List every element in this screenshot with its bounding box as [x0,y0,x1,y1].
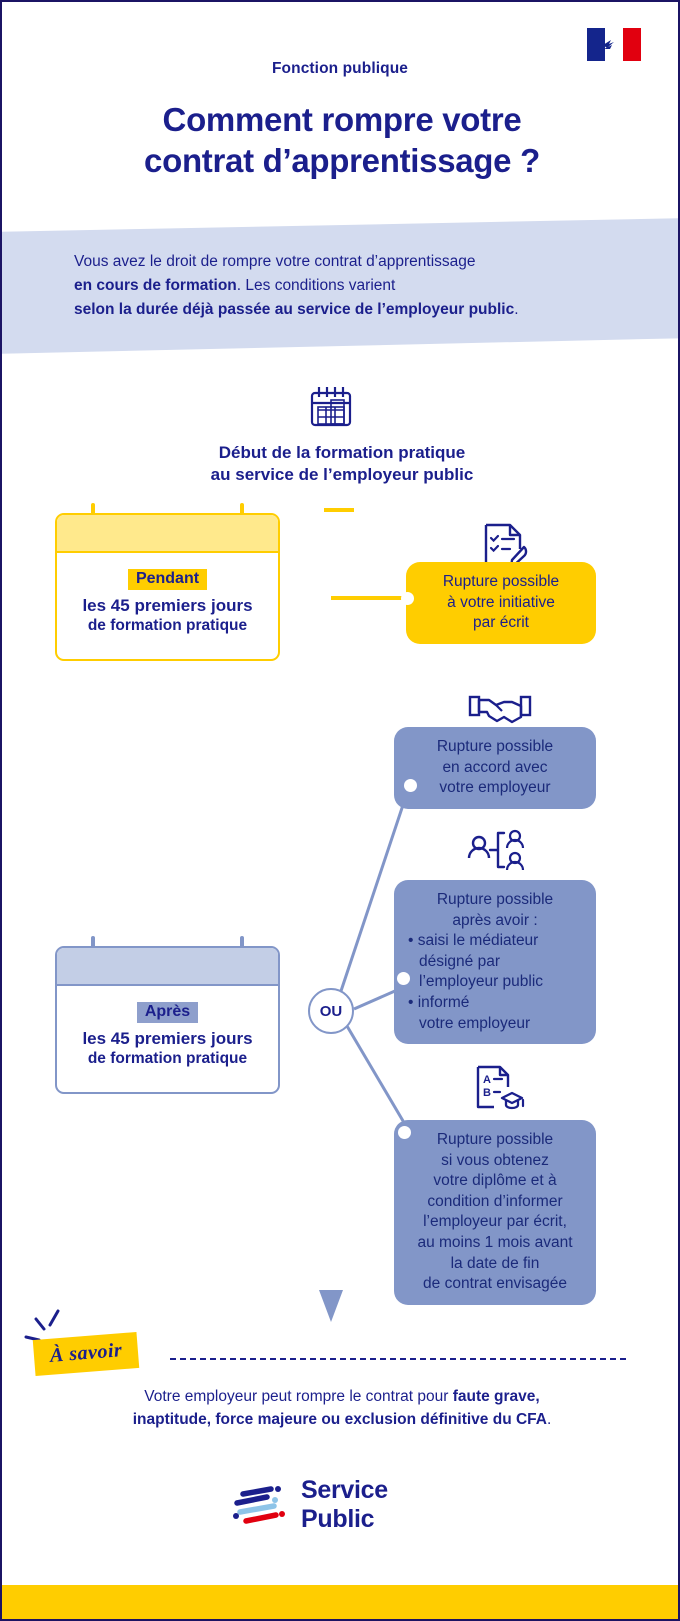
period-card-apres-band [57,948,278,986]
period-chip-pendant: Pendant [127,569,208,590]
note-line2-bold: inaptitude, force majeure ou exclusion d… [132,1411,547,1429]
mediator-people-icon [467,829,525,871]
timeline-heading: Début de la formation pratique au servic… [92,442,592,487]
page-title-line1: Comment rompre votre [162,101,522,138]
french-republic-flag-icon [587,28,641,61]
outcome-bubble-diplome: Rupture possible si vous obtenez votre d… [394,1120,596,1305]
intro-line3-bold: selon la durée déjà passée au service de… [74,301,515,319]
bullet-glyph: • [408,994,418,1012]
marianne-silhouette-icon [602,40,614,49]
intro-line2-bold: en cours de formation [74,277,237,295]
note-line2-plain: . [546,1411,552,1429]
outcome-diplome-line3: votre diplôme et à [433,1172,557,1190]
intro-line3-plain: . [514,301,519,319]
period-card-pendant-body: Pendant les 45 premiers jours de formati… [57,553,278,654]
service-public-logo: Service Public [227,1476,457,1533]
period-apres-line1: les 45 premiers jours [82,1029,253,1048]
bottom-accent-strip [2,1585,678,1619]
intro-line2-plain: . Les conditions varient [236,277,396,295]
period-chip-apres: Après [136,1002,199,1023]
outcome-mediateur-bullet1: • saisi le médiateur désigné par l’emplo… [408,931,582,993]
service-public-logo-mark-icon [233,1486,285,1524]
timeline-heading-line1: Début de la formation pratique [218,443,466,462]
outcome-mediateur-line1: Rupture possible [436,891,554,908]
outcome-mediateur-bullet2: • informé votre employeur [408,993,582,1034]
svg-text:B: B [483,1087,491,1099]
a-savoir-badge: À savoir [32,1331,140,1377]
outcome-diplome-line6: au moins 1 mois avant [417,1234,573,1252]
intro-banner-background [2,218,678,354]
outcome-diplome-line5: l’employeur par écrit, [423,1213,567,1231]
page-title: Comment rompre votre contrat d’apprentis… [52,100,632,182]
intro-line1: Vous avez le droit de rompre votre contr… [74,253,476,270]
outcome-bubble-accord: Rupture possible en accord avec votre em… [394,727,596,809]
period-card-pendant: Pendant les 45 premiers jours de formati… [55,513,280,661]
calendar-icon [310,387,352,427]
outcome-diplome-line7: la date de fin [450,1254,540,1272]
timeline-heading-line2: au service de l’employeur public [210,465,474,485]
outcome-mediateur-b2-l2: votre employeur [419,1014,531,1032]
outcome-mediateur-b1-l2: désigné par [419,952,501,970]
page-title-line2: contrat d’apprentissage ? [144,141,540,179]
outcome-diplome-line1: Rupture possible [436,1131,554,1148]
service-public-logo-text: Service Public [301,1476,388,1533]
period-card-pendant-band [57,515,278,553]
outcome-node-dot [401,592,414,605]
svg-text:A: A [483,1074,491,1086]
bullet-glyph: • [408,932,418,950]
period-card-apres-body: Après les 45 premiers jours de formation… [57,986,278,1087]
outcome-initiative-line1: Rupture possible [442,573,560,590]
handshake-icon [468,695,532,724]
or-node: OU [308,988,354,1034]
outcome-diplome-line8: de contrat envisagée [423,1275,567,1293]
outcome-accord-line2: en accord avec [442,758,548,776]
note-line1-bold: faute grave, [452,1388,540,1405]
outcome-initiative-line2: à votre initiative [447,593,555,611]
outcome-mediateur-line2: après avoir : [452,911,538,929]
outcome-bubble-mediateur: Rupture possible après avoir : • saisi l… [394,880,596,1045]
outcome-mediateur-b1-l1: saisi le médiateur [417,932,539,950]
outcome-node-dot [404,779,417,792]
outcome-diplome-line2: si vous obtenez [441,1151,549,1169]
a-savoir-text: Votre employeur peut rompre le contrat p… [62,1385,622,1432]
period-pendant-line1: les 45 premiers jours [82,596,253,615]
period-pendant-line2: de formation pratique [87,617,248,635]
intro-text: Vous avez le droit de rompre votre contr… [74,250,614,323]
outcome-initiative-line3: par écrit [473,614,529,632]
outcome-bubble-initiative: Rupture possible à votre initiative par … [401,562,596,644]
outcome-mediateur-b1-l3: l’employeur public [419,973,544,991]
outcome-accord-line3: votre employeur [439,779,551,797]
outcome-mediateur-b2-l1: informé [417,994,470,1012]
eyebrow-label: Fonction publique [271,60,408,77]
diploma-graduation-icon: A B [476,1065,525,1110]
outcome-node-dot [397,972,410,985]
period-apres-line2: de formation pratique [87,1050,248,1068]
outcome-diplome-line4: condition d’informer [427,1192,563,1210]
a-savoir-divider [170,1358,626,1360]
outcome-accord-line1: Rupture possible [436,738,554,755]
outcome-node-dot [398,1126,411,1139]
note-line1-plain: Votre employeur peut rompre le contrat p… [144,1388,453,1405]
period-card-apres: Après les 45 premiers jours de formation… [55,946,280,1094]
